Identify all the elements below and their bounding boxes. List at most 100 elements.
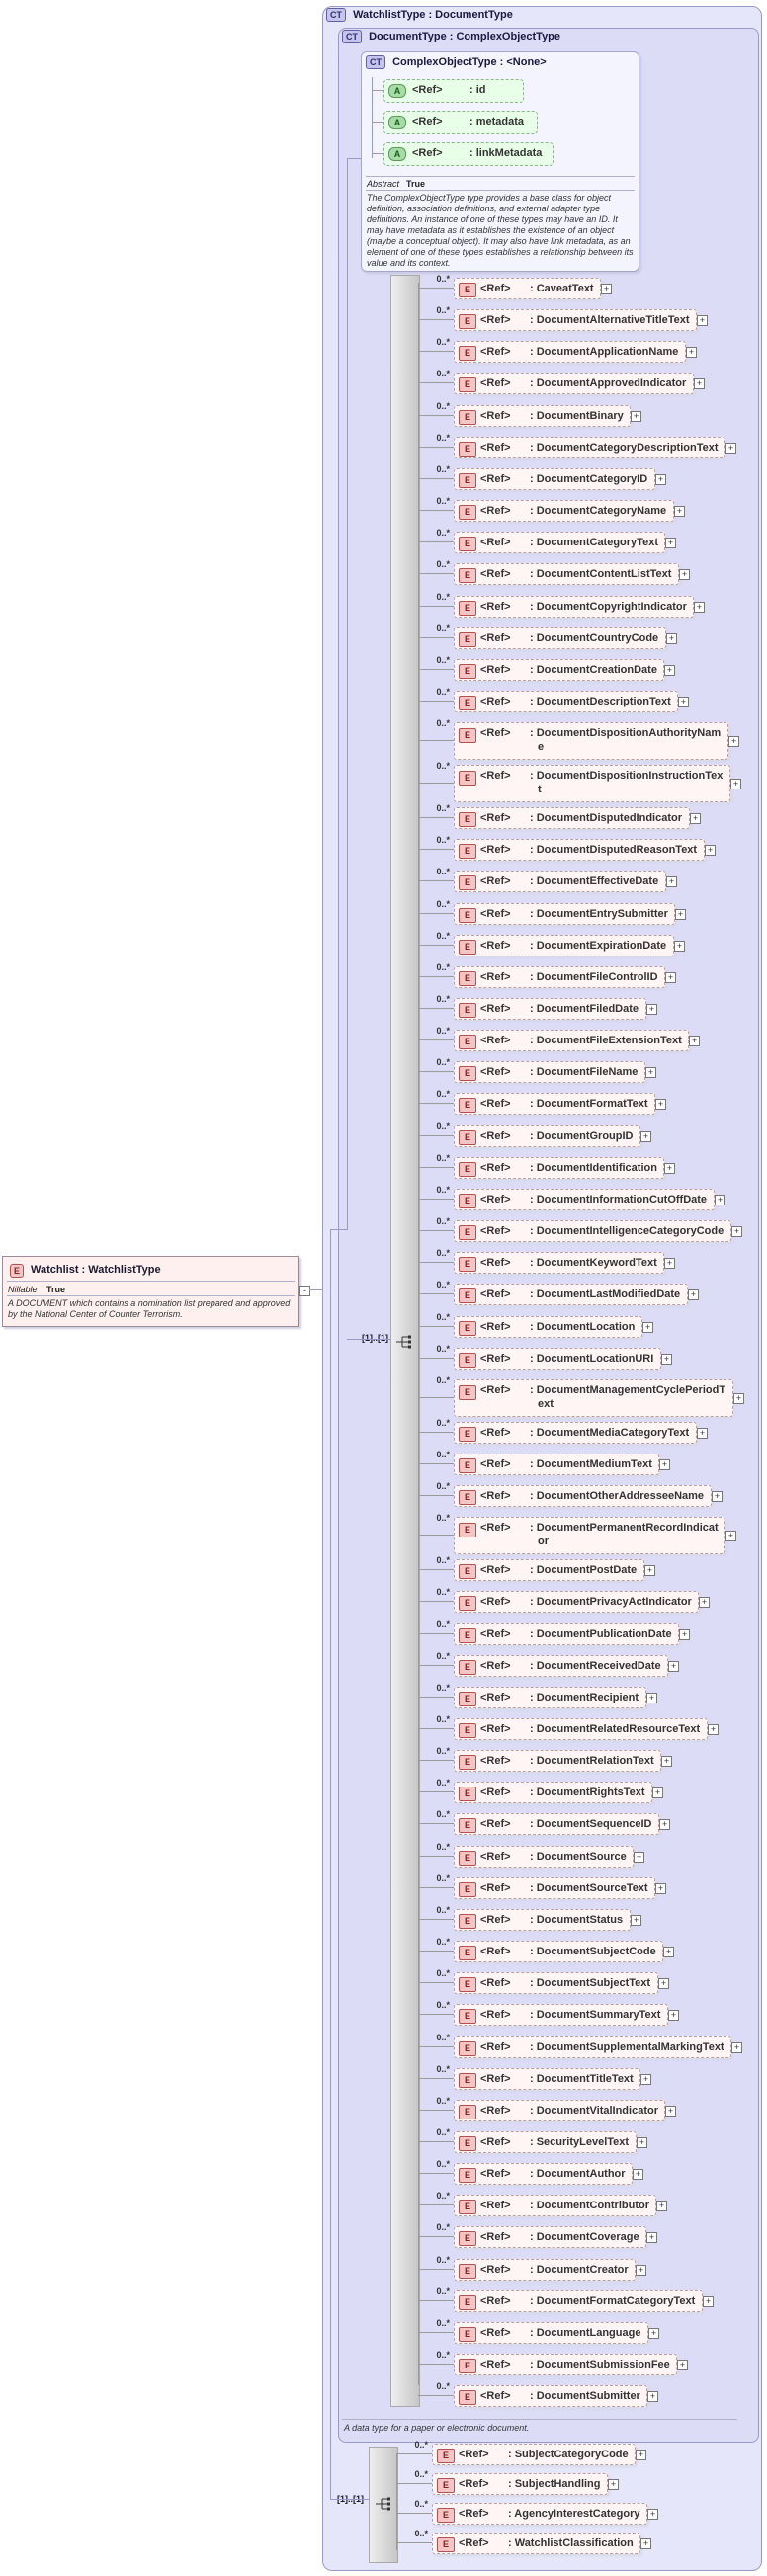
attribute-id[interactable]: A<Ref>: id: [384, 79, 524, 103]
expand-icon[interactable]: +: [705, 845, 716, 857]
expand-icon[interactable]: +: [640, 1130, 651, 1142]
expand-icon[interactable]: +: [642, 1321, 653, 1333]
expand-icon[interactable]: +: [655, 473, 666, 485]
element-documentcontentlisttext[interactable]: E<Ref>: DocumentContentListText: [454, 563, 679, 586]
element-documentidentification[interactable]: E<Ref>: DocumentIdentification: [454, 1156, 664, 1179]
expand-icon[interactable]: +: [631, 1914, 641, 1926]
expand-icon[interactable]: +: [608, 2479, 619, 2490]
expand-icon[interactable]: +: [694, 378, 705, 390]
element-documentkeywordtext[interactable]: E<Ref>: DocumentKeywordText: [454, 1252, 664, 1275]
element-documentfileddate[interactable]: E<Ref>: DocumentFiledDate: [454, 998, 646, 1020]
element-documentrightstext[interactable]: E<Ref>: DocumentRightsText: [454, 1782, 652, 1804]
element-documentsummarytext[interactable]: E<Ref>: DocumentSummaryText: [454, 2004, 668, 2027]
element-documentprivacyactindicator[interactable]: E<Ref>: DocumentPrivacyActIndicator: [454, 1591, 699, 1614]
expand-icon[interactable]: +: [689, 1036, 700, 1047]
element-securityleveltext[interactable]: E<Ref>: SecurityLevelText: [454, 2130, 637, 2153]
element-documentcontributor[interactable]: E<Ref>: DocumentContributor: [454, 2195, 656, 2217]
element-documentbinary[interactable]: E<Ref>: DocumentBinary: [454, 404, 631, 427]
expand-icon[interactable]: +: [644, 1565, 655, 1577]
element-documenteffectivedate[interactable]: E<Ref>: DocumentEffectiveDate: [454, 871, 666, 893]
element-documentapprovedindicator[interactable]: E<Ref>: DocumentApprovedIndicator: [454, 373, 694, 395]
expand-icon[interactable]: +: [690, 813, 701, 825]
expand-icon[interactable]: +: [679, 1628, 690, 1640]
expand-icon[interactable]: +: [648, 2327, 659, 2339]
element-documentmediumtext[interactable]: E<Ref>: DocumentMediumText: [454, 1453, 659, 1475]
expand-icon[interactable]: +: [730, 779, 741, 790]
element-documentcategorydescriptiontext[interactable]: E<Ref>: DocumentCategoryDescriptionText: [454, 436, 725, 458]
element-documentformattext[interactable]: E<Ref>: DocumentFormatText: [454, 1093, 655, 1116]
element-documentpostdate[interactable]: E<Ref>: DocumentPostDate: [454, 1559, 644, 1582]
element-documentsource[interactable]: E<Ref>: DocumentSource: [454, 1845, 634, 1868]
element-caveattext[interactable]: E<Ref>: CaveatText: [454, 278, 601, 299]
expand-icon[interactable]: +: [645, 1067, 656, 1079]
element-documentinformationcutoffdate[interactable]: E<Ref>: DocumentInformationCutOffDate: [454, 1188, 715, 1210]
expand-icon[interactable]: +: [655, 1099, 666, 1111]
expand-icon[interactable]: +: [659, 1458, 670, 1470]
expand-icon[interactable]: +: [694, 601, 705, 613]
expand-icon[interactable]: +: [652, 1787, 663, 1799]
element-documentotheraddresseename[interactable]: E<Ref>: DocumentOtherAddresseeName: [454, 1485, 712, 1508]
expand-icon[interactable]: +: [731, 1226, 742, 1238]
element-documententrysubmitter[interactable]: E<Ref>: DocumentEntrySubmitter: [454, 902, 675, 925]
expand-icon[interactable]: +: [733, 1392, 744, 1404]
expand-icon[interactable]: +: [675, 908, 686, 920]
expand-icon[interactable]: +: [697, 315, 708, 327]
expand-icon[interactable]: +: [688, 1289, 699, 1301]
element-documentcopyrightindicator[interactable]: E<Ref>: DocumentCopyrightIndicator: [454, 595, 694, 618]
element-documentalternativetitletext[interactable]: E<Ref>: DocumentAlternativeTitleText: [454, 309, 697, 332]
expand-icon[interactable]: +: [661, 1756, 672, 1768]
element-documentsubmitter[interactable]: E<Ref>: DocumentSubmitter: [454, 2385, 647, 2408]
element-documentlanguage[interactable]: E<Ref>: DocumentLanguage: [454, 2321, 648, 2344]
element-documentrelationtext[interactable]: E<Ref>: DocumentRelationText: [454, 1750, 661, 1773]
expand-icon[interactable]: +: [666, 876, 677, 888]
expand-icon[interactable]: +: [646, 1692, 657, 1703]
element-subjecthandling[interactable]: E<Ref>: SubjectHandling: [432, 2473, 608, 2495]
expand-icon[interactable]: +: [728, 736, 739, 748]
attribute-linkmetadata[interactable]: A<Ref>: linkMetadata: [384, 142, 554, 166]
expand-icon[interactable]: +: [634, 1851, 644, 1863]
element-documentfileextensiontext[interactable]: E<Ref>: DocumentFileExtensionText: [454, 1030, 689, 1052]
element-documentdisputedreasontext[interactable]: E<Ref>: DocumentDisputedReasonText: [454, 839, 705, 862]
element-documentsubjectcode[interactable]: E<Ref>: DocumentSubjectCode: [454, 1941, 663, 1963]
expand-icon[interactable]: +: [640, 2538, 651, 2549]
expand-icon[interactable]: +: [663, 1947, 674, 1958]
element-documentdisputedindicator[interactable]: E<Ref>: DocumentDisputedIndicator: [454, 807, 690, 830]
expand-icon[interactable]: +: [647, 2509, 658, 2520]
element-documentcreationdate[interactable]: E<Ref>: DocumentCreationDate: [454, 658, 664, 681]
expand-icon[interactable]: +: [633, 2169, 643, 2181]
expand-icon[interactable]: +: [655, 1882, 666, 1894]
element-documentcategorytext[interactable]: E<Ref>: DocumentCategoryText: [454, 532, 665, 554]
expand-icon[interactable]: +: [725, 1531, 736, 1542]
element-documentcategoryname[interactable]: E<Ref>: DocumentCategoryName: [454, 500, 674, 523]
element-documenttitletext[interactable]: E<Ref>: DocumentTitleText: [454, 2067, 640, 2090]
expand-icon[interactable]: +: [708, 1724, 719, 1735]
expand-icon[interactable]: +: [686, 347, 697, 359]
element-documentsequenceid[interactable]: E<Ref>: DocumentSequenceID: [454, 1813, 659, 1836]
expand-icon[interactable]: +: [664, 1258, 675, 1270]
expand-icon[interactable]: +: [631, 410, 641, 422]
element-documentgroupid[interactable]: E<Ref>: DocumentGroupID: [454, 1124, 640, 1147]
element-documentlocationuri[interactable]: E<Ref>: DocumentLocationURI: [454, 1347, 661, 1370]
element-documentdescriptiontext[interactable]: E<Ref>: DocumentDescriptionText: [454, 690, 678, 712]
expand-icon[interactable]: +: [659, 1819, 670, 1831]
element-documentlocation[interactable]: E<Ref>: DocumentLocation: [454, 1315, 642, 1338]
element-documentfilecontrolid[interactable]: E<Ref>: DocumentFileControlID: [454, 965, 665, 988]
element-documentvitalindicator[interactable]: E<Ref>: DocumentVitalIndicator: [454, 2099, 665, 2121]
element-documentsubmissionfee[interactable]: E<Ref>: DocumentSubmissionFee: [454, 2354, 677, 2375]
element-watchlistclassification[interactable]: E<Ref>: WatchlistClassification: [432, 2533, 640, 2554]
element-documentcountrycode[interactable]: E<Ref>: DocumentCountryCode: [454, 626, 666, 649]
expand-icon[interactable]: +: [640, 2073, 651, 2085]
expand-icon[interactable]: +: [665, 971, 676, 983]
element-documentapplicationname[interactable]: E<Ref>: DocumentApplicationName: [454, 341, 686, 364]
expand-icon[interactable]: +: [674, 940, 685, 952]
expand-icon[interactable]: +: [636, 2264, 646, 2276]
element-documentsourcetext[interactable]: E<Ref>: DocumentSourceText: [454, 1876, 655, 1899]
element-documentcoverage[interactable]: E<Ref>: DocumentCoverage: [454, 2226, 646, 2249]
element-documentlastmodifieddate[interactable]: E<Ref>: DocumentLastModifiedDate: [454, 1284, 688, 1306]
expand-icon[interactable]: +: [665, 538, 676, 549]
expand-icon[interactable]: +: [712, 1491, 723, 1503]
element-documentreceiveddate[interactable]: E<Ref>: DocumentReceivedDate: [454, 1654, 668, 1677]
element-documentsupplementalmarkingtext[interactable]: E<Ref>: DocumentSupplementalMarkingText: [454, 2036, 731, 2058]
expand-icon[interactable]: +: [637, 2136, 647, 2148]
